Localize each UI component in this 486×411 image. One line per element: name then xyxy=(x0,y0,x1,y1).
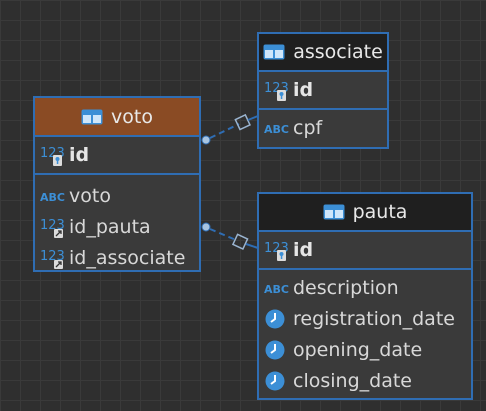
entity-associate[interactable]: associate 123 id ABC cpf xyxy=(257,32,389,149)
column-name: id xyxy=(69,143,90,166)
columns-section: ABC voto 123 id_pauta 123 id_associate xyxy=(35,175,199,273)
numeric-key-icon: 123 xyxy=(264,241,289,261)
relation-voto-pauta[interactable] xyxy=(201,222,259,250)
column-name: opening_date xyxy=(293,338,423,361)
column-row[interactable]: 123 id_pauta xyxy=(35,211,199,242)
entity-pauta[interactable]: pauta 123 id ABC description registratio… xyxy=(257,192,473,400)
numeric-fk-icon: 123 xyxy=(40,249,65,269)
text-abc-icon: ABC xyxy=(264,123,289,136)
column-row[interactable]: 123 id xyxy=(35,139,199,170)
relation-voto-associate[interactable] xyxy=(201,113,259,145)
entity-voto[interactable]: voto 123 id ABC voto 123 id_pauta xyxy=(33,96,201,272)
column-row[interactable]: registration_date xyxy=(259,303,471,334)
entity-header[interactable]: voto xyxy=(35,98,199,137)
clock-icon xyxy=(265,371,285,390)
column-name: cpf xyxy=(293,116,323,139)
entity-header[interactable]: associate xyxy=(259,34,387,72)
table-icon xyxy=(323,204,345,220)
pk-section: 123 id xyxy=(35,137,199,175)
column-name: id xyxy=(293,238,314,261)
numeric-key-icon: 123 xyxy=(40,146,65,166)
column-row[interactable]: 123 id_associate xyxy=(35,242,199,273)
column-name: id xyxy=(293,78,314,101)
clock-icon xyxy=(265,340,285,359)
numeric-key-icon: 123 xyxy=(264,81,289,101)
entity-title: associate xyxy=(293,41,383,63)
column-row[interactable]: 123 id xyxy=(259,74,387,105)
column-name: registration_date xyxy=(293,307,455,330)
numeric-fk-icon: 123 xyxy=(40,218,65,238)
table-icon xyxy=(263,44,285,60)
text-abc-icon: ABC xyxy=(264,283,289,296)
columns-section: ABC description registration_date openin… xyxy=(259,270,471,396)
column-row[interactable]: closing_date xyxy=(259,365,471,396)
clock-icon xyxy=(265,309,285,328)
pk-section: 123 id xyxy=(259,232,471,270)
column-row[interactable]: 123 id xyxy=(259,234,471,265)
entity-header[interactable]: pauta xyxy=(259,194,471,232)
column-row[interactable]: opening_date xyxy=(259,334,471,365)
svg-text:ABC: ABC xyxy=(40,191,65,204)
pk-section: 123 id xyxy=(259,72,387,110)
column-row[interactable]: ABC cpf xyxy=(259,112,387,143)
svg-text:ABC: ABC xyxy=(264,123,289,136)
column-name: voto xyxy=(69,184,111,207)
column-name: closing_date xyxy=(293,369,412,392)
column-name: id_pauta xyxy=(69,215,151,238)
columns-section: ABC cpf xyxy=(259,110,387,143)
column-name: description xyxy=(293,276,399,299)
text-abc-icon: ABC xyxy=(40,191,65,204)
entity-title: pauta xyxy=(352,201,408,223)
table-icon xyxy=(81,109,103,124)
svg-text:ABC: ABC xyxy=(264,283,289,296)
entity-title: voto xyxy=(111,105,153,128)
column-row[interactable]: ABC voto xyxy=(35,180,199,211)
column-name: id_associate xyxy=(69,246,186,269)
column-row[interactable]: ABC description xyxy=(259,272,471,303)
